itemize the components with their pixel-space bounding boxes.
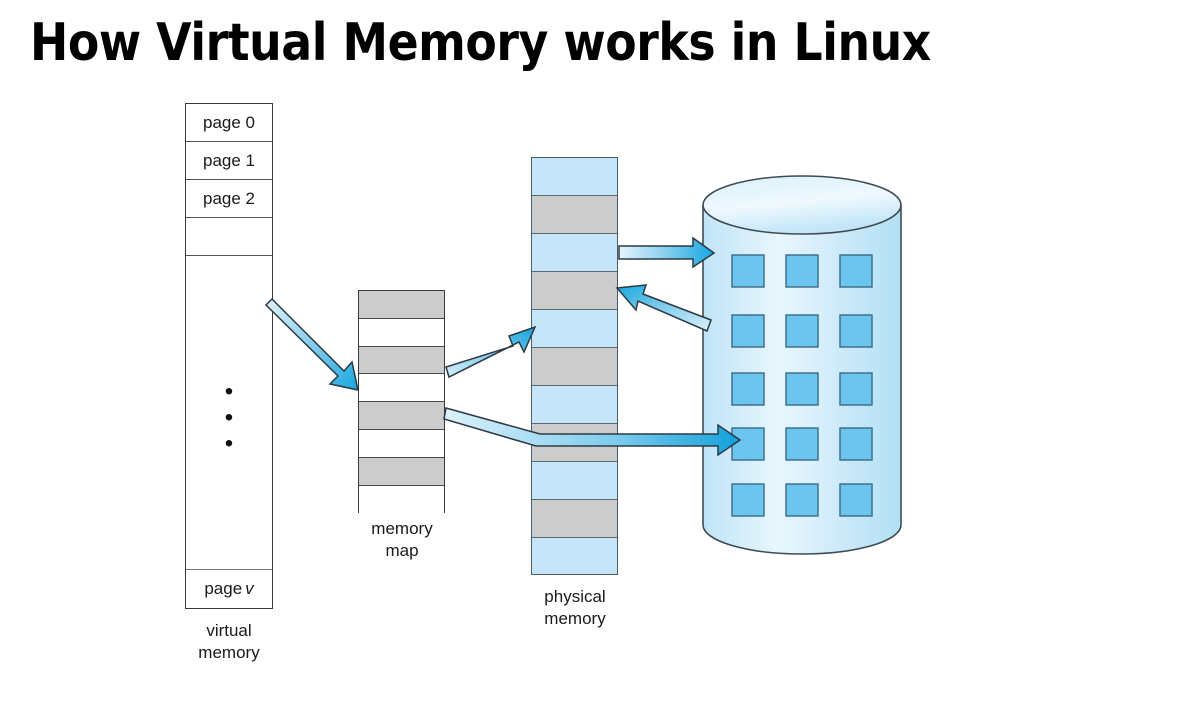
arrow-virtual-to-map [264, 297, 359, 391]
memory-map-row [359, 457, 444, 486]
memory-map-row [359, 402, 444, 430]
page-title: How Virtual Memory works in Linux [30, 13, 931, 73]
virtual-memory-row-label: page [204, 578, 243, 598]
physical-memory-row [532, 386, 617, 424]
disk-top-ellipse [702, 175, 902, 235]
disk-block [785, 254, 819, 288]
arrow-map-to-disk [443, 407, 742, 457]
arrow-shape [618, 236, 716, 269]
virtual-memory-row: page 1 [186, 142, 272, 180]
arrow-shape [443, 407, 742, 457]
memory-map-row [359, 291, 444, 319]
disk-block [731, 314, 765, 348]
disk-block [785, 314, 819, 348]
physical-memory-row [532, 158, 617, 196]
arrow-shape [615, 284, 712, 333]
physical-memory-row [532, 462, 617, 500]
physical-memory-column [531, 157, 618, 575]
memory-map-row [359, 374, 444, 403]
ellipsis-dot: • [224, 404, 234, 431]
physical-memory-row [532, 310, 617, 348]
virtual-memory-row-label: page 1 [203, 150, 255, 170]
memory-map-row [359, 318, 444, 347]
memory-map-row [359, 485, 444, 514]
disk-block [839, 427, 873, 461]
memory-map-column [358, 290, 445, 514]
memory-map-row [359, 430, 444, 458]
virtual-memory-row [186, 218, 272, 256]
disk-block-grid [731, 254, 873, 517]
arrow-physical-to-disk [618, 236, 716, 269]
virtual-memory-row-label: page 2 [203, 188, 255, 208]
disk-block [785, 483, 819, 517]
disk-cylinder [702, 175, 902, 555]
physical-memory-row [532, 538, 617, 574]
disk-block [785, 372, 819, 406]
disk-block [839, 314, 873, 348]
disk-block [839, 254, 873, 288]
physical-memory-row [532, 348, 617, 386]
virtual-memory-row-label: page 0 [203, 112, 255, 132]
virtual-memory-column: page 0 page 1 page 2 page v • • • [185, 103, 273, 609]
disk-block [731, 254, 765, 288]
memory-map-caption: memory map [371, 519, 433, 560]
physical-memory-row [532, 234, 617, 272]
ellipsis-dot: • [224, 378, 234, 405]
disk-block [731, 372, 765, 406]
arrow-map-to-physical [445, 325, 537, 379]
memory-map-row [359, 346, 444, 375]
disk-block [785, 427, 819, 461]
physical-memory-caption: physical memory [544, 587, 606, 628]
virtual-memory-row: page v [186, 569, 272, 607]
physical-memory-row [532, 272, 617, 310]
virtual-memory-caption: virtual memory [198, 621, 260, 662]
disk-block [839, 483, 873, 517]
arrow-shape [445, 325, 537, 379]
physical-memory-row [532, 196, 617, 234]
virtual-memory-row-label-italic: v [245, 578, 254, 598]
ellipsis-dot: • [224, 430, 234, 457]
vertical-ellipsis-icon: • • • [186, 379, 272, 457]
virtual-memory-row: page 0 [186, 104, 272, 142]
disk-block [731, 427, 765, 461]
disk-block [839, 372, 873, 406]
virtual-memory-row: page 2 [186, 180, 272, 218]
arrow-shape [264, 297, 359, 391]
physical-memory-row [532, 500, 617, 538]
arrow-disk-to-physical [615, 284, 712, 333]
disk-block [731, 483, 765, 517]
